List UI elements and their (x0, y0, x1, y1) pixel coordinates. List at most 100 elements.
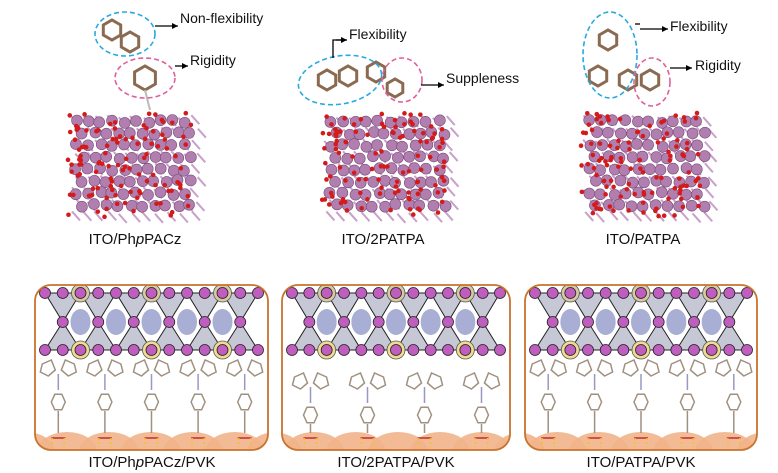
ring (529, 358, 547, 377)
oxygen-atom (369, 166, 375, 172)
oxygen-atom (183, 110, 189, 116)
cation-oval (212, 309, 233, 335)
indium-atom (184, 174, 197, 187)
iodide-node (442, 316, 454, 328)
iodide-node (705, 287, 718, 299)
iodide-node (546, 344, 559, 356)
oxygen-atom (661, 213, 667, 219)
iodide-node (652, 344, 665, 356)
oxygen-atom (590, 210, 596, 216)
oxygen-atom (429, 136, 435, 142)
oxygen-atom (78, 153, 83, 159)
indium-atom (602, 126, 614, 139)
oxygen-atom (82, 112, 87, 117)
iodide-node (476, 287, 489, 299)
oxygen-atom (441, 178, 447, 184)
iodide-node (198, 287, 211, 299)
indium-atom (159, 151, 172, 164)
label-rigidity-1: Rigidity (190, 52, 236, 68)
caption-ito-2patpa: ITO/2PATPA (341, 231, 425, 248)
oxygen-atom (637, 158, 642, 163)
oxygen-atom (338, 200, 344, 206)
indium-atom (81, 162, 94, 175)
iodide-node (741, 344, 753, 356)
indium-atom (403, 177, 416, 189)
indium-atom (124, 175, 136, 188)
ito-substrate (525, 432, 545, 450)
oxygen-atom (591, 165, 597, 171)
ring (291, 371, 309, 390)
oxygen-atom (418, 139, 423, 144)
arrow-head (686, 65, 692, 71)
iodide-node (582, 316, 594, 328)
iodide-node (390, 287, 402, 299)
oxygen-atom (379, 185, 384, 191)
oxygen-atom (363, 176, 369, 182)
bond (619, 211, 629, 222)
iodide-node (459, 344, 472, 356)
oxygen-atom (120, 167, 126, 173)
ring (575, 358, 593, 377)
oxygen-atom (606, 117, 611, 123)
bond (144, 89, 151, 111)
sam-molecule (225, 358, 264, 447)
bond (595, 212, 605, 223)
iodide-node (564, 344, 577, 356)
ito-substrate (569, 432, 629, 450)
arrow-head (662, 26, 668, 32)
label-suppleness: Suppleness (446, 70, 520, 86)
benzene-ring (597, 28, 619, 52)
oxygen-atom (439, 126, 445, 132)
oxygen-atom (104, 143, 110, 149)
oxygen-atom (584, 110, 590, 116)
oxygen-atom (379, 111, 385, 117)
oxygen-atom (597, 141, 603, 146)
oxygen-atom (611, 184, 616, 190)
oxygen-atom (75, 173, 81, 179)
ring (348, 371, 366, 390)
oxygen-atom (432, 131, 437, 136)
oxygen-atom (365, 132, 370, 138)
caption-part-italic: p (135, 454, 145, 471)
iodide-node (372, 287, 385, 299)
bond (195, 201, 206, 212)
panel-border (524, 284, 758, 451)
sam-molecule (86, 358, 124, 447)
bond (448, 151, 459, 162)
oxygen-atom (333, 133, 339, 139)
cation-oval (141, 309, 162, 335)
cation-oval (70, 309, 91, 335)
iodide-node (476, 316, 489, 328)
ito-substrate (79, 432, 139, 450)
oxygen-atom (596, 158, 602, 163)
indium-atom (609, 189, 621, 201)
cation-oval (560, 309, 581, 335)
oxygen-atom (169, 188, 174, 194)
oxygen-atom (178, 185, 183, 191)
phenyl-ring (143, 393, 160, 411)
oxygen-atom (641, 210, 646, 215)
indium-atom (691, 163, 703, 176)
oxygen-atom (393, 184, 399, 189)
oxygen-atom (108, 183, 114, 189)
oxygen-atom (357, 190, 363, 196)
oxygen-atom (333, 146, 339, 152)
iodide-node (92, 316, 105, 328)
oxygen-atom (603, 159, 608, 164)
oxygen-atom (149, 141, 154, 147)
oxygen-atom (647, 123, 652, 129)
oxygen-atom (626, 208, 631, 213)
phenyl-ring (97, 393, 113, 411)
oxygen-atom (115, 140, 120, 145)
oxygen-atom (67, 113, 73, 118)
sam-molecule (529, 358, 568, 447)
sam-molecule (462, 371, 501, 447)
oxygen-atom (99, 161, 105, 167)
iodide-node (56, 316, 69, 328)
oxygen-atom (81, 144, 87, 150)
indium-atom (699, 126, 711, 139)
arrow-rigidity (670, 65, 692, 71)
iodide-node (303, 287, 316, 299)
ring (369, 371, 387, 390)
oxygen-atom (594, 172, 599, 178)
